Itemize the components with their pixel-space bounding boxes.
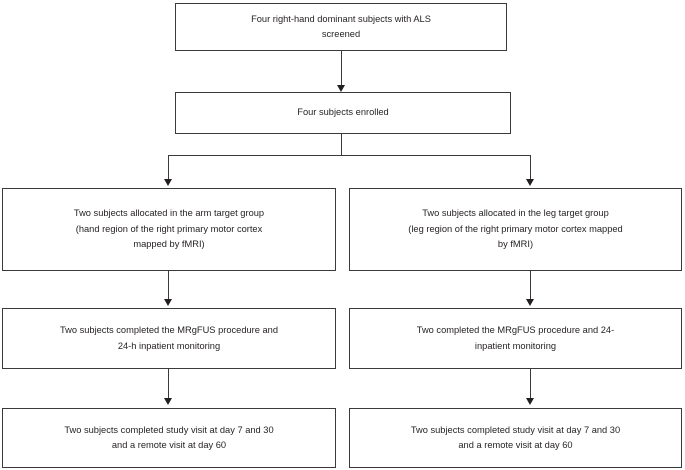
arrowhead-leg-procedure-to-leg-visits: [526, 398, 534, 405]
arrowhead-enrolled-to-leg-group: [526, 179, 534, 186]
connector-enrolled-to-leg-group: [530, 155, 531, 181]
arrowhead-leg-group-to-leg-procedure: [526, 299, 534, 306]
node-arm-target-group-label: Two subjects allocated in the arm target…: [73, 208, 265, 250]
arrowhead-screened-to-enrolled: [337, 85, 345, 92]
node-screened-label: Four right-hand dominant subjects with A…: [251, 13, 431, 40]
connector-leg-group-to-leg-procedure: [530, 271, 531, 301]
node-leg-followup-visits: Two subjects completed study visit at da…: [349, 408, 682, 468]
node-screened: Four right-hand dominant subjects with A…: [175, 3, 507, 51]
node-leg-procedure-completed: Two completed the MRgFUS procedure and 2…: [349, 308, 682, 369]
node-arm-procedure-completed: Two subjects completed the MRgFUS proced…: [2, 308, 336, 369]
arrowhead-enrolled-to-arm-group: [164, 179, 172, 186]
node-leg-procedure-completed-label: Two completed the MRgFUS procedure and 2…: [416, 325, 615, 351]
arrowhead-arm-group-to-arm-procedure: [164, 299, 172, 306]
connector-leg-procedure-to-leg-visits: [530, 369, 531, 401]
node-arm-target-group: Two subjects allocated in the arm target…: [2, 188, 336, 271]
connector-enrolled-stem: [341, 134, 342, 155]
node-leg-target-group: Two subjects allocated in the leg target…: [349, 188, 682, 271]
node-arm-followup-visits: Two subjects completed study visit at da…: [2, 408, 336, 468]
node-leg-followup-visits-label: Two subjects completed study visit at da…: [410, 424, 621, 451]
node-arm-followup-visits-label: Two subjects completed study visit at da…: [64, 424, 274, 451]
connector-screened-to-enrolled: [341, 51, 342, 85]
node-enrolled-label: Four subjects enrolled: [297, 107, 389, 118]
connector-arm-group-to-arm-procedure: [168, 271, 169, 301]
connector-enrolled-to-arm-group: [168, 155, 169, 181]
arrowhead-arm-procedure-to-arm-visits: [164, 398, 172, 405]
connector-allocation-bus: [168, 155, 531, 156]
node-arm-procedure-completed-label: Two subjects completed the MRgFUS proced…: [59, 325, 279, 351]
connector-arm-procedure-to-arm-visits: [168, 369, 169, 401]
node-leg-target-group-label: Two subjects allocated in the leg target…: [408, 208, 623, 250]
node-enrolled: Four subjects enrolled: [175, 92, 511, 134]
